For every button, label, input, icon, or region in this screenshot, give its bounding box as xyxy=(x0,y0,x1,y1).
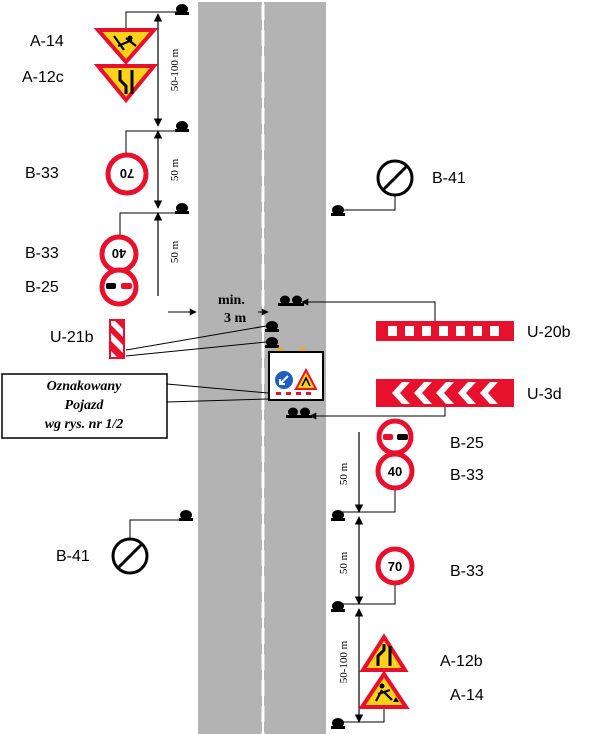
dim-bottom-50-100: 50-100 m xyxy=(338,640,350,683)
dim-bottom-50-b: 50 m xyxy=(338,551,350,574)
sign-post-b41-right xyxy=(331,205,345,216)
vehicle-label-line2: Pojazd xyxy=(65,398,105,413)
label-b25-top: B-25 xyxy=(25,279,59,296)
sign-b41-right xyxy=(376,159,414,197)
sign-number-40-bottom: 40 xyxy=(388,464,402,479)
sign-a12c xyxy=(93,64,159,104)
dim-bottom-50-a: 50 m xyxy=(338,462,350,485)
sign-a14-bottom xyxy=(358,670,410,709)
sign-post-top-2 xyxy=(175,121,189,132)
label-a12c: A-12c xyxy=(22,69,64,86)
sign-b33-40-bottom: 40 xyxy=(375,451,415,491)
label-b33-mid: B-33 xyxy=(25,245,59,262)
vehicle-label-line1: Oznakowany xyxy=(47,379,122,394)
sign-number-70-top: 70 xyxy=(120,166,134,181)
label-u3d: U-3d xyxy=(527,386,562,403)
dim-top-50-a: 50 m xyxy=(169,158,181,181)
vehicle-label-box: Oznakowany Pojazd wg rys. nr 1/2 xyxy=(1,373,168,439)
label-b33-bottom2: B-33 xyxy=(450,563,484,580)
marked-vehicle xyxy=(268,347,324,401)
sign-b41-left xyxy=(111,537,149,575)
sign-number-40-top: 40 xyxy=(112,246,126,261)
dim-top-50-100: 50-100 m xyxy=(169,48,181,91)
sign-b33-70-top: 70 xyxy=(105,152,149,196)
sign-b33-70-bottom: 70 xyxy=(375,546,415,586)
sign-a14-top xyxy=(93,28,159,66)
label-b41-left: B-41 xyxy=(56,548,90,565)
label-u21b: U-21b xyxy=(50,329,94,346)
vehicle-label-line3: wg rys. nr 1/2 xyxy=(45,417,124,432)
label-a14-bottom: A-14 xyxy=(450,687,484,704)
sign-post-b41-left xyxy=(179,510,193,521)
sign-post-top-3 xyxy=(175,203,189,214)
sign-u3d xyxy=(376,379,514,407)
sign-b33-40-top: 40 xyxy=(99,234,139,274)
sign-post-bottom-2 xyxy=(331,601,345,612)
label-a14-top: A-14 xyxy=(30,33,64,50)
sign-u21b xyxy=(109,319,125,359)
label-a12b: A-12b xyxy=(440,653,483,670)
sign-a12b xyxy=(359,633,409,672)
sign-b25-bottom xyxy=(376,418,414,456)
label-b33-top: B-33 xyxy=(25,165,59,182)
sign-post-top-1 xyxy=(175,4,189,15)
min-distance-line1: min. xyxy=(218,293,245,308)
road-left-lane xyxy=(198,2,262,734)
label-b41-right: B-41 xyxy=(432,170,466,187)
label-b25-bottom: B-25 xyxy=(450,435,484,452)
sign-post-bottom-3 xyxy=(331,718,345,729)
dim-top-50-b: 50 m xyxy=(169,240,181,263)
sign-number-70-bottom: 70 xyxy=(388,559,402,574)
sign-b25-top xyxy=(99,267,139,307)
sign-u20b xyxy=(376,321,514,341)
label-u20b: U-20b xyxy=(527,324,571,341)
label-b33-bottom1: B-33 xyxy=(450,467,484,484)
min-distance-line2: 3 m xyxy=(224,311,247,326)
